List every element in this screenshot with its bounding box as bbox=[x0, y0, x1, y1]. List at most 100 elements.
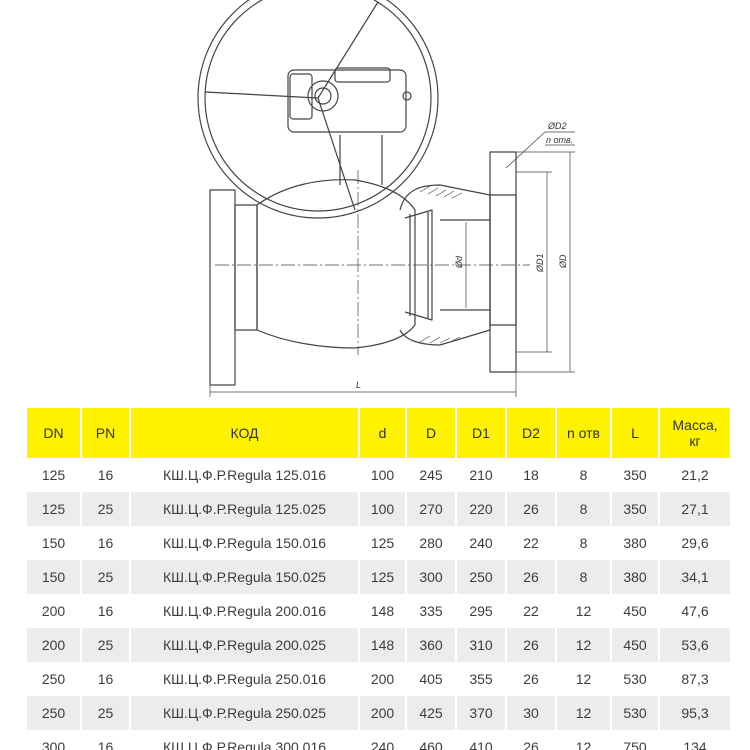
right-flange-face bbox=[489, 194, 517, 326]
cell-pn: 16 bbox=[82, 526, 129, 560]
cell-holes: 12 bbox=[557, 662, 610, 696]
cell-D: 245 bbox=[407, 458, 455, 492]
cell-dn: 300 bbox=[27, 730, 80, 750]
header-code: КОД bbox=[131, 408, 358, 458]
label-d1: ØD1 bbox=[535, 253, 545, 273]
specification-table: DN PN КОД d D D1 D2 n отв L Масса,кг 125… bbox=[25, 408, 732, 750]
section-hatch bbox=[419, 185, 463, 344]
cell-length: 450 bbox=[612, 628, 658, 662]
cell-d2: 26 bbox=[507, 492, 555, 526]
cell-mass: 34,1 bbox=[660, 560, 730, 594]
cell-holes: 12 bbox=[557, 594, 610, 628]
header-mass: Масса,кг bbox=[660, 408, 730, 458]
header-d: d bbox=[360, 408, 405, 458]
cell-dn: 125 bbox=[27, 458, 80, 492]
label-holes: n отв. bbox=[546, 135, 573, 145]
cell-pn: 16 bbox=[82, 458, 129, 492]
cell-pn: 16 bbox=[82, 662, 129, 696]
stem-housing bbox=[339, 135, 383, 185]
cell-d2: 26 bbox=[507, 662, 555, 696]
left-flange bbox=[209, 189, 236, 386]
cell-holes: 12 bbox=[557, 696, 610, 730]
cell-code: КШ.Ц.Ф.Р.Regula 250.016 bbox=[131, 662, 358, 696]
header-d1: D1 bbox=[457, 408, 505, 458]
cell-holes: 12 bbox=[557, 730, 610, 750]
cell-d2: 30 bbox=[507, 696, 555, 730]
cell-pn: 16 bbox=[82, 594, 129, 628]
cell-length: 350 bbox=[612, 458, 658, 492]
cell-code: КШ.Ц.Ф.Р.Regula 250.025 bbox=[131, 696, 358, 730]
cell-length: 530 bbox=[612, 662, 658, 696]
handwheel-inner bbox=[204, 0, 432, 212]
gearbox-hub bbox=[307, 80, 339, 112]
cell-d1: 370 bbox=[457, 696, 505, 730]
cell-code: КШ.Ц.Ф.Р.Regula 125.016 bbox=[131, 458, 358, 492]
cell-d: 200 bbox=[360, 662, 405, 696]
table-header-row: DN PN КОД d D D1 D2 n отв L Масса,кг bbox=[27, 408, 730, 458]
cell-d1: 240 bbox=[457, 526, 505, 560]
cell-pn: 16 bbox=[82, 730, 129, 750]
cell-pn: 25 bbox=[82, 696, 129, 730]
gearbox-bolt bbox=[402, 91, 412, 101]
cell-D: 335 bbox=[407, 594, 455, 628]
header-D: D bbox=[407, 408, 455, 458]
cell-dn: 250 bbox=[27, 696, 80, 730]
cell-d2: 22 bbox=[507, 526, 555, 560]
left-flange-neck bbox=[234, 204, 258, 331]
cell-length: 350 bbox=[612, 492, 658, 526]
cell-length: 750 bbox=[612, 730, 658, 750]
cell-code: КШ.Ц.Ф.Р.Regula 300.016 bbox=[131, 730, 358, 750]
cell-d1: 355 bbox=[457, 662, 505, 696]
cell-D: 425 bbox=[407, 696, 455, 730]
cell-D: 405 bbox=[407, 662, 455, 696]
cell-dn: 150 bbox=[27, 526, 80, 560]
cell-mass: 29,6 bbox=[660, 526, 730, 560]
cell-pn: 25 bbox=[82, 492, 129, 526]
gearbox-hub-inner bbox=[314, 87, 332, 105]
bore-lines bbox=[440, 219, 490, 311]
header-dn: DN bbox=[27, 408, 80, 458]
cell-code: КШ.Ц.Ф.Р.Regula 150.016 bbox=[131, 526, 358, 560]
header-pn: PN bbox=[82, 408, 129, 458]
cell-d1: 250 bbox=[457, 560, 505, 594]
cell-d2: 26 bbox=[507, 730, 555, 750]
cell-mass: 21,2 bbox=[660, 458, 730, 492]
dim-d2-leader bbox=[505, 131, 575, 169]
gearbox-cover bbox=[334, 67, 391, 83]
label-d2: ØD2 bbox=[547, 121, 567, 131]
cell-d2: 22 bbox=[507, 594, 555, 628]
cell-d: 240 bbox=[360, 730, 405, 750]
cell-pn: 25 bbox=[82, 560, 129, 594]
header-length: L bbox=[612, 408, 658, 458]
cell-d1: 310 bbox=[457, 628, 505, 662]
cell-mass: 53,6 bbox=[660, 628, 730, 662]
cell-d: 125 bbox=[360, 560, 405, 594]
cell-d: 200 bbox=[360, 696, 405, 730]
cell-length: 450 bbox=[612, 594, 658, 628]
cell-code: КШ.Ц.Ф.Р.Regula 200.025 bbox=[131, 628, 358, 662]
cell-d1: 220 bbox=[457, 492, 505, 526]
cell-D: 280 bbox=[407, 526, 455, 560]
cell-mass: 47,6 bbox=[660, 594, 730, 628]
cell-dn: 250 bbox=[27, 662, 80, 696]
cell-d: 100 bbox=[360, 458, 405, 492]
label-length: L bbox=[356, 380, 361, 390]
cell-length: 530 bbox=[612, 696, 658, 730]
handwheel-outer bbox=[197, 0, 439, 219]
cell-pn: 25 bbox=[82, 628, 129, 662]
cell-d2: 26 bbox=[507, 560, 555, 594]
cell-mass: 95,3 bbox=[660, 696, 730, 730]
right-flange bbox=[489, 151, 517, 373]
label-bore: Ød bbox=[454, 255, 464, 269]
cell-length: 380 bbox=[612, 560, 658, 594]
cell-d1: 210 bbox=[457, 458, 505, 492]
valve-body bbox=[256, 179, 416, 349]
cell-mass: 87,3 bbox=[660, 662, 730, 696]
